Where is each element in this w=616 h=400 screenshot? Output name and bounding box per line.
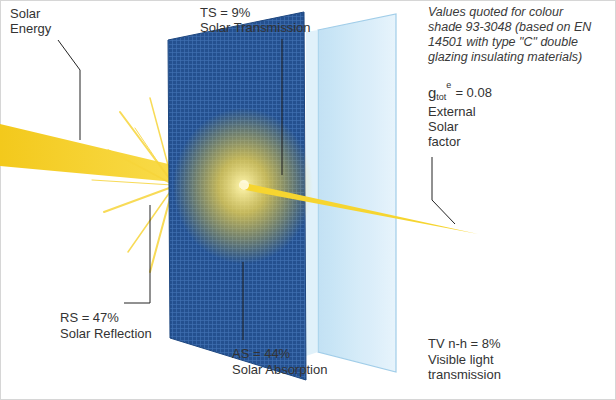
quantity-label: Solar Absorption xyxy=(232,362,327,377)
symbol-superscript: e xyxy=(446,80,451,91)
absorption-glow xyxy=(173,108,313,264)
transmitted-beam xyxy=(240,182,478,234)
symbol-subscript: tot xyxy=(436,92,446,103)
quantity-label: Solar Reflection xyxy=(60,326,152,341)
value-label: AS = 44% xyxy=(232,346,290,361)
value-label: = 0.08 xyxy=(455,85,492,100)
value-label: TS = 9% xyxy=(200,5,250,20)
impact-point xyxy=(239,180,249,190)
value-label: RS = 47% xyxy=(60,310,119,325)
quantity-label: Solar Transmission xyxy=(200,20,311,35)
energy-label: Solar Energy xyxy=(10,6,80,36)
quantity-label: External Solar factor xyxy=(428,104,490,149)
reflected-rays xyxy=(92,98,172,272)
quantity-label: Visible light transmission xyxy=(428,352,540,382)
note-text: Values quoted for colour shade 93-3048 (… xyxy=(428,5,594,65)
value-label: TV n-h = 8% xyxy=(428,336,501,351)
glass-pane xyxy=(318,14,396,372)
symbol-label: g xyxy=(428,84,436,101)
leader-lines xyxy=(58,39,455,340)
